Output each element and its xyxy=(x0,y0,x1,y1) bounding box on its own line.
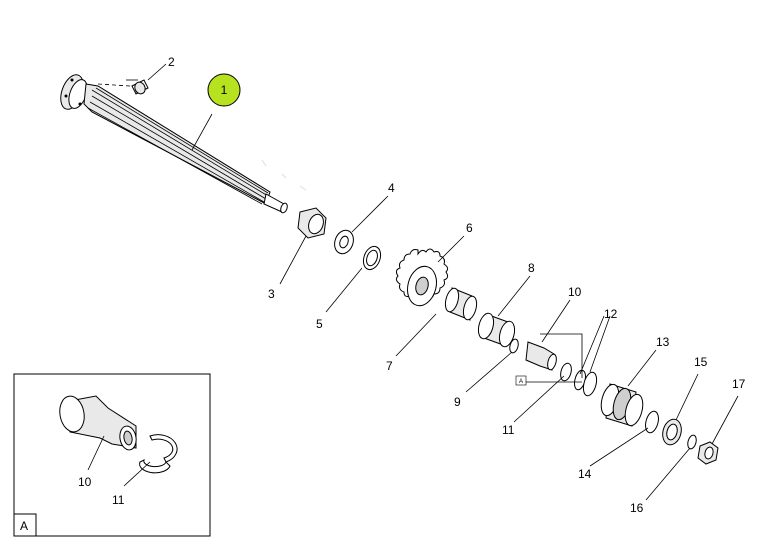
detail-view-a[interactable]: 10 11 A xyxy=(13,373,211,537)
callout-label-11[interactable]: 11 xyxy=(502,423,515,437)
callout-label-6[interactable]: 6 xyxy=(466,221,473,235)
detail-snap-ring xyxy=(139,434,178,474)
detail-view-label: A xyxy=(20,519,28,533)
callout-label-7[interactable]: 7 xyxy=(386,359,393,373)
detail-frame xyxy=(13,373,211,537)
callout-label-12[interactable]: 12 xyxy=(604,307,618,321)
callout-label-10[interactable]: 10 xyxy=(568,285,582,299)
callout-label-4[interactable]: 4 xyxy=(388,181,395,195)
o-ring-part-9[interactable] xyxy=(508,338,519,354)
view-ref-box[interactable] xyxy=(515,375,527,386)
view-ref-label: A xyxy=(519,379,523,385)
bearing-sleeve-part[interactable] xyxy=(443,287,479,321)
sprocket-part[interactable] xyxy=(395,248,449,309)
detail-label-11: 11 xyxy=(112,493,125,507)
bearing-part[interactable] xyxy=(660,417,684,447)
highlight-circle xyxy=(207,73,241,107)
end-nut-part[interactable] xyxy=(697,441,719,465)
lock-washer-part[interactable] xyxy=(331,228,356,257)
detail-view-tag xyxy=(13,513,37,537)
o-rings-part-12[interactable] xyxy=(573,369,599,397)
washer-part-16[interactable] xyxy=(686,434,697,450)
shaft-part[interactable] xyxy=(56,72,307,214)
callout-label-3[interactable]: 3 xyxy=(268,287,275,301)
spacer-part[interactable] xyxy=(525,341,558,371)
callout-label-8[interactable]: 8 xyxy=(528,261,535,275)
callout-1-highlighted[interactable]: 1 xyxy=(207,73,241,107)
o-ring-part-14[interactable] xyxy=(643,410,660,434)
nut-part[interactable] xyxy=(297,207,327,239)
detail-spacer xyxy=(59,395,137,451)
hub-housing-part[interactable] xyxy=(598,382,646,427)
detail-label-10: 10 xyxy=(78,475,92,489)
leader-lines xyxy=(126,63,739,501)
callout-label-16[interactable]: 16 xyxy=(630,501,644,515)
bushing-part[interactable] xyxy=(476,312,517,349)
callout-label-17[interactable]: 17 xyxy=(732,377,746,391)
callout-label-13[interactable]: 13 xyxy=(656,335,670,349)
washer-part[interactable] xyxy=(360,244,383,272)
callout-label-5[interactable]: 5 xyxy=(316,317,323,331)
callout-label-2[interactable]: 2 xyxy=(168,55,175,69)
callout-label-1: 1 xyxy=(221,83,228,97)
callout-label-15[interactable]: 15 xyxy=(694,355,708,369)
callout-label-9[interactable]: 9 xyxy=(454,395,461,409)
bolt-part[interactable] xyxy=(97,79,149,96)
callout-label-14[interactable]: 14 xyxy=(578,467,592,481)
